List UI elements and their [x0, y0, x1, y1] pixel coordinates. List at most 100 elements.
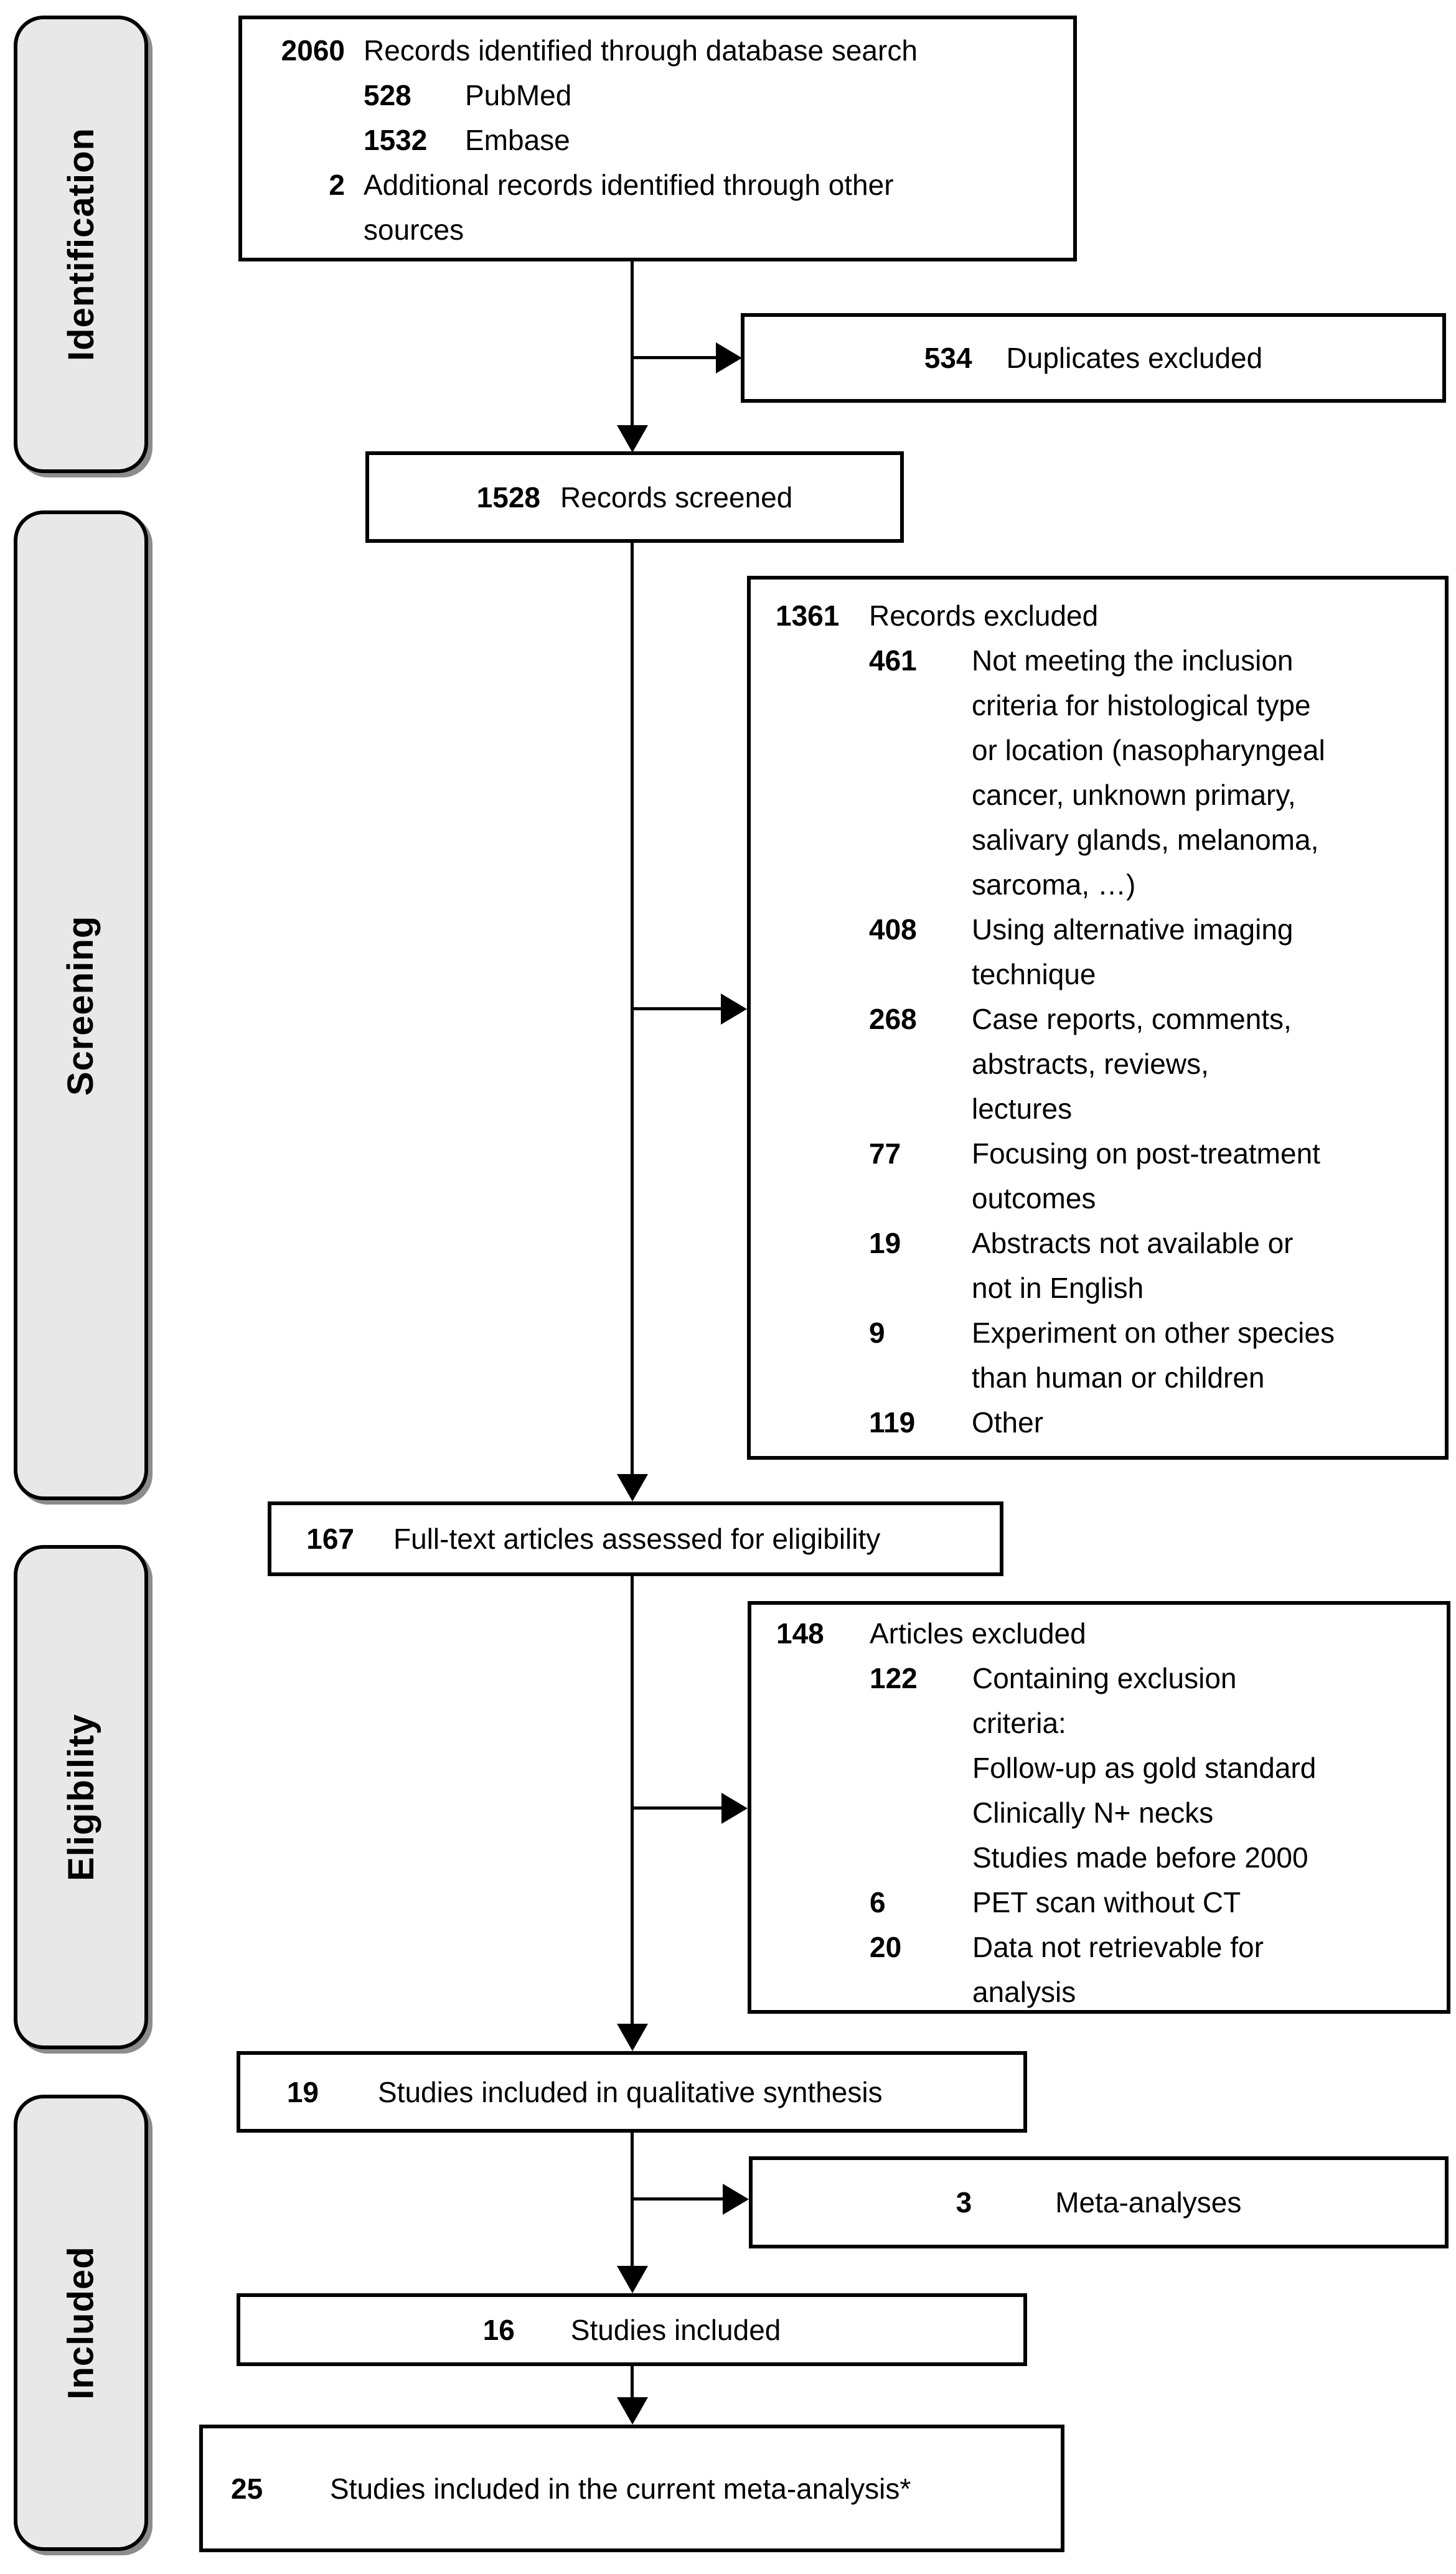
- count-value: 122: [870, 1662, 918, 1694]
- step-text: Additional records identified through ot…: [364, 169, 894, 246]
- connector-to-duplicates: [632, 356, 719, 359]
- step-text: Articles excluded: [870, 1617, 1086, 1650]
- count-value: 268: [869, 1003, 917, 1035]
- stage-label-eligibility: Eligibility: [14, 1545, 148, 2049]
- box-records-excluded: 1361 Records excluded 461 Not meeting th…: [747, 576, 1449, 1460]
- connector-included16-to-included25: [631, 2366, 634, 2398]
- step-text: Duplicates excluded: [1006, 342, 1263, 374]
- box-records-screened: 1528 Records screened: [365, 451, 904, 543]
- flow-line: 148 Articles excluded: [776, 1611, 1429, 1656]
- flow-line: 119 Other: [869, 1400, 1427, 1445]
- step-text: Studies included in the current meta-ana…: [330, 2472, 911, 2505]
- step-text: Using alternative imaging technique: [972, 913, 1294, 990]
- flow-line: 2060 Records identified through database…: [265, 28, 1054, 73]
- box-duplicates-excluded: 534 Duplicates excluded: [741, 313, 1446, 403]
- count-value: 2060: [281, 34, 345, 67]
- arrowhead-down-included25: [617, 2397, 648, 2425]
- flow-line: 19 Abstracts not available or not in Eng…: [869, 1221, 1427, 1310]
- box-meta-analyses: 3 Meta-analyses: [749, 2156, 1449, 2248]
- count-value: 534: [924, 342, 972, 374]
- stage-label-text: Included: [60, 2246, 101, 2400]
- flow-line: 9 Experiment on other species than human…: [869, 1310, 1427, 1400]
- stage-label-included: Included: [14, 2095, 148, 2551]
- step-text: Records identified through database sear…: [364, 34, 918, 67]
- flow-line: 534 Duplicates excluded: [744, 336, 1442, 380]
- stage-label-text: Eligibility: [60, 1713, 101, 1881]
- count-value: 461: [869, 644, 917, 677]
- box-current-meta-analysis: 25 Studies included in the current meta-…: [199, 2425, 1064, 2552]
- count-value: 408: [869, 913, 917, 946]
- connector-fulltext-to-qualitative: [631, 1576, 634, 2025]
- count-value: 1361: [776, 599, 840, 632]
- count-value: 1528: [476, 481, 541, 514]
- arrowhead-right-articles-excluded: [721, 1793, 748, 1824]
- flow-line: 2 Additional records identified through …: [265, 162, 1054, 252]
- box-records-identified: 2060 Records identified through database…: [238, 16, 1077, 261]
- count-value: 6: [870, 1886, 886, 1919]
- arrowhead-right-records-excluded: [721, 993, 747, 1025]
- count-value: 167: [306, 1523, 354, 1555]
- connector-to-articles-excluded: [632, 1806, 723, 1810]
- stage-label-text: Identification: [60, 128, 101, 361]
- count-value: 1532: [364, 124, 428, 156]
- connector-to-meta-analyses: [632, 2197, 724, 2201]
- arrowhead-right-duplicates: [716, 342, 742, 373]
- step-text: Experiment on other species than human o…: [972, 1317, 1335, 1394]
- box-fulltext-assessed: 167 Full-text articles assessed for elig…: [268, 1501, 1003, 1576]
- step-text: Embase: [465, 124, 570, 156]
- count-value: 528: [364, 79, 411, 111]
- arrowhead-down-fulltext: [617, 1474, 648, 1501]
- step-text: Data not retrievable for analysis: [972, 1931, 1264, 2008]
- count-value: 19: [286, 2075, 319, 2108]
- step-text: Other: [972, 1406, 1044, 1439]
- flow-line: 25 Studies included in the current meta-…: [231, 2466, 911, 2511]
- flow-line: 528 PubMed: [364, 73, 1054, 118]
- connector-to-records-excluded: [632, 1007, 722, 1010]
- flow-line: 20 Data not retrievable for analysis: [870, 1925, 1429, 2014]
- flow-line: 167 Full-text articles assessed for elig…: [295, 1516, 880, 1561]
- count-value: 25: [231, 2472, 263, 2505]
- step-text: Records screened: [560, 481, 793, 514]
- arrowhead-right-meta-analyses: [723, 2184, 749, 2215]
- count-value: 2: [329, 169, 345, 201]
- count-value: 20: [870, 1931, 902, 1963]
- step-text: Studies included in qualitative synthesi…: [378, 2075, 883, 2108]
- count-value: 16: [482, 2313, 515, 2346]
- step-text: Not meeting the inclusion criteria for h…: [972, 644, 1325, 901]
- flow-line: 1528 Records screened: [369, 475, 900, 520]
- stage-label-identification: Identification: [14, 16, 148, 473]
- count-value: 19: [869, 1227, 901, 1259]
- connector-identified-to-screened: [631, 261, 634, 425]
- box-qualitative-synthesis: 19 Studies included in qualitative synth…: [237, 2051, 1027, 2133]
- flow-line: 1361 Records excluded: [776, 593, 1427, 638]
- flow-line: 461 Not meeting the inclusion criteria f…: [869, 638, 1427, 907]
- arrowhead-down-screened: [617, 425, 648, 453]
- flow-line: 122 Containing exclusion criteria: Follo…: [870, 1656, 1429, 1880]
- flow-line: 1532 Embase: [364, 118, 1054, 162]
- count-value: 77: [869, 1137, 901, 1170]
- stage-label-screening: Screening: [14, 510, 148, 1500]
- flow-line: 268 Case reports, comments, abstracts, r…: [869, 997, 1427, 1131]
- step-text: Records excluded: [869, 599, 1099, 632]
- step-text: Full-text articles assessed for eligibil…: [393, 1523, 881, 1555]
- step-text: Containing exclusion criteria: Follow-up…: [972, 1662, 1317, 1874]
- flow-line: 16 Studies included: [240, 2308, 1023, 2352]
- flow-line: 6 PET scan without CT: [870, 1880, 1429, 1925]
- step-text: PubMed: [465, 79, 572, 111]
- step-text: Case reports, comments, abstracts, revie…: [972, 1003, 1292, 1125]
- box-articles-excluded: 148 Articles excluded 122 Containing exc…: [748, 1601, 1450, 2014]
- flow-line: 19 Studies included in qualitative synth…: [263, 2070, 883, 2115]
- box-studies-included: 16 Studies included: [237, 2293, 1027, 2366]
- step-text: Abstracts not available or not in Englis…: [972, 1227, 1294, 1304]
- count-value: 9: [869, 1317, 885, 1349]
- flow-line: 3 Meta-analyses: [753, 2180, 1445, 2225]
- step-text: PET scan without CT: [972, 1886, 1241, 1919]
- count-value: 148: [776, 1617, 824, 1650]
- stage-label-text: Screening: [60, 915, 101, 1096]
- step-text: Meta-analyses: [1055, 2186, 1242, 2219]
- arrowhead-down-qualitative: [617, 2024, 648, 2051]
- step-text: Focusing on post-treatment outcomes: [972, 1137, 1320, 1214]
- step-text: Studies included: [570, 2313, 781, 2346]
- flow-line: 77 Focusing on post-treatment outcomes: [869, 1131, 1427, 1221]
- count-value: 119: [869, 1406, 916, 1439]
